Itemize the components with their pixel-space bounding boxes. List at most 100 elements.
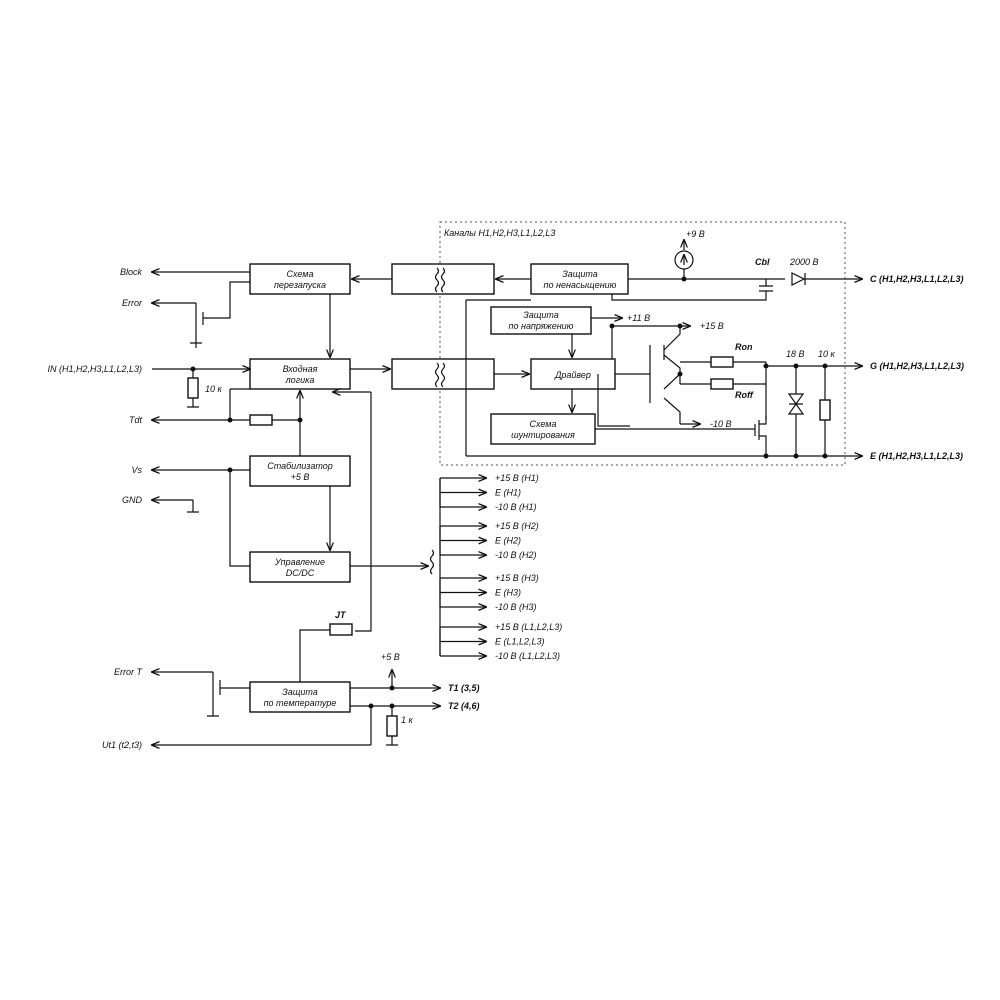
supply-output-label: E (H3)	[495, 588, 521, 598]
stabilizer-label-2: +5 В	[291, 472, 310, 482]
jt-wire-right	[355, 392, 372, 632]
shunt-mosfet	[595, 416, 767, 456]
voltage-label-1: Защита	[523, 310, 559, 320]
voltage-protection-block	[490, 306, 592, 335]
v2000-label: 2000 В	[789, 257, 819, 267]
input-logic-block	[249, 358, 351, 390]
restart-block	[249, 263, 351, 295]
jt-component	[329, 623, 353, 636]
error-t-transistor	[207, 672, 250, 717]
t1-terminal-label: T1 (3,5)	[448, 683, 480, 693]
restart-label-2: перезапуска	[274, 280, 326, 290]
supply-output-label: E (L1,L2,L3)	[495, 637, 545, 647]
driver-label: Драйвер	[554, 370, 591, 380]
r10k-left-resistor	[187, 377, 199, 399]
output-stage	[615, 326, 681, 424]
jt-to-temp	[299, 629, 330, 682]
transformer-coil-top	[434, 267, 446, 293]
minus10v-label: -10 В	[710, 419, 732, 429]
jt-label: JT	[335, 610, 347, 620]
r1k-resistor	[386, 715, 398, 737]
error-terminal-label: Error	[122, 298, 143, 308]
supply-output-label: -10 В (H2)	[495, 550, 537, 560]
e-terminal-label: E (H1,H2,H3,L1,L2,L3)	[870, 451, 963, 461]
channels-title: Каналы H1,H2,H3,L1,L2,L3	[444, 228, 555, 238]
tdt-resistor	[249, 414, 273, 426]
temp-label-2: по температуре	[264, 698, 337, 708]
hv-diode	[791, 272, 806, 286]
plus9v-label: +9 В	[686, 229, 705, 239]
plus11v-label: +11 В	[627, 313, 650, 323]
gnd-terminal-label: GND	[122, 495, 143, 505]
isolation-transformer-bottom	[391, 358, 495, 390]
g-terminal-label: G (H1,H2,H3,L1,L2,L3)	[870, 361, 964, 371]
shunt-label-1: Схема	[530, 419, 557, 429]
stabilizer-block	[249, 455, 351, 487]
r1k-label: 1 к	[401, 715, 414, 725]
error-t-terminal-label: Error T	[114, 667, 144, 677]
ut1-terminal-label: Ut1 (t2,t3)	[102, 740, 142, 750]
desat-protection-block	[530, 263, 629, 295]
gate-resistor-wires	[680, 361, 711, 385]
supply-xfmr-coil	[429, 549, 435, 575]
roff-label: Roff	[735, 390, 754, 400]
ron-label: Ron	[735, 342, 753, 352]
vs-terminal-label: Vs	[131, 465, 142, 475]
supply-output-label: -10 В (H3)	[495, 602, 537, 612]
r10k-right-resistor	[819, 399, 831, 421]
channel-boundary	[439, 221, 846, 466]
desat-label-1: Защита	[562, 269, 598, 279]
supply-output-label: -10 В (L1,L2,L3)	[495, 651, 560, 661]
t2-node-left	[368, 703, 374, 709]
r1k-ground	[386, 736, 398, 746]
e-node-3	[822, 453, 828, 459]
error-transistor	[190, 281, 250, 348]
block-terminal-label: Block	[120, 267, 143, 277]
r10k-right-label: 10 к	[818, 349, 836, 359]
gate-resistor-out	[733, 361, 766, 385]
tdt-terminal-label: Tdt	[129, 415, 143, 425]
supply-output-label: +15 В (H1)	[495, 473, 539, 483]
plus15v-label: +15 В	[700, 321, 724, 331]
plus5v-label: +5 В	[381, 652, 400, 662]
ron-resistor	[710, 356, 734, 368]
gnd-symbol	[187, 500, 199, 513]
e-node-2	[793, 453, 799, 459]
dcdc-label-1: Управление	[274, 557, 325, 567]
supply-output-label: E (H2)	[495, 536, 521, 546]
shunt-block	[490, 413, 596, 445]
c-terminal-label: C (H1,H2,H3,L1,L2,L3)	[870, 274, 964, 284]
e-node-1	[763, 453, 769, 459]
desat-label-2: по ненасыщению	[544, 280, 617, 290]
t2-terminal-label: T2 (4,6)	[448, 701, 480, 711]
shunt-link	[597, 374, 630, 427]
in-terminal-label: IN (H1,H2,H3,L1,L2,L3)	[47, 364, 142, 374]
driver-block	[530, 358, 616, 390]
supply-output-groups: +15 В (H1) E (H1) -10 В (H1) +15 В (H2) E (H…	[439, 473, 562, 661]
transformer-coil-bottom	[434, 362, 446, 388]
supply-output-label: -10 В (H1)	[495, 502, 537, 512]
cbl-label: Cbl	[755, 257, 770, 267]
input-logic-label-1: Входная	[283, 364, 318, 374]
supply-output-label: +15 В (H3)	[495, 573, 539, 583]
restart-label-1: Схема	[287, 269, 314, 279]
output-mid-node	[677, 371, 683, 377]
dcdc-label-2: DC/DC	[286, 568, 315, 578]
r10k-left-label: 10 к	[205, 384, 223, 394]
supply-output-label: E (H1)	[495, 488, 521, 498]
shunt-label-2: шунтирования	[511, 430, 575, 440]
vs-dcdc-link	[229, 470, 250, 567]
cbl-capacitor	[611, 279, 773, 301]
zener-diode	[787, 366, 805, 456]
roff-resistor	[710, 378, 734, 390]
supply-output-label: +15 В (L1,L2,L3)	[495, 622, 562, 632]
isolation-transformer-top	[391, 263, 495, 295]
input-logic-label-2: логика	[285, 375, 315, 385]
voltage-label-2: по напряжению	[509, 321, 574, 331]
v18-label: 18 В	[786, 349, 805, 359]
temp-label-1: Защита	[282, 687, 318, 697]
supply-output-label: +15 В (H2)	[495, 521, 539, 531]
r10k-ground	[187, 398, 199, 408]
